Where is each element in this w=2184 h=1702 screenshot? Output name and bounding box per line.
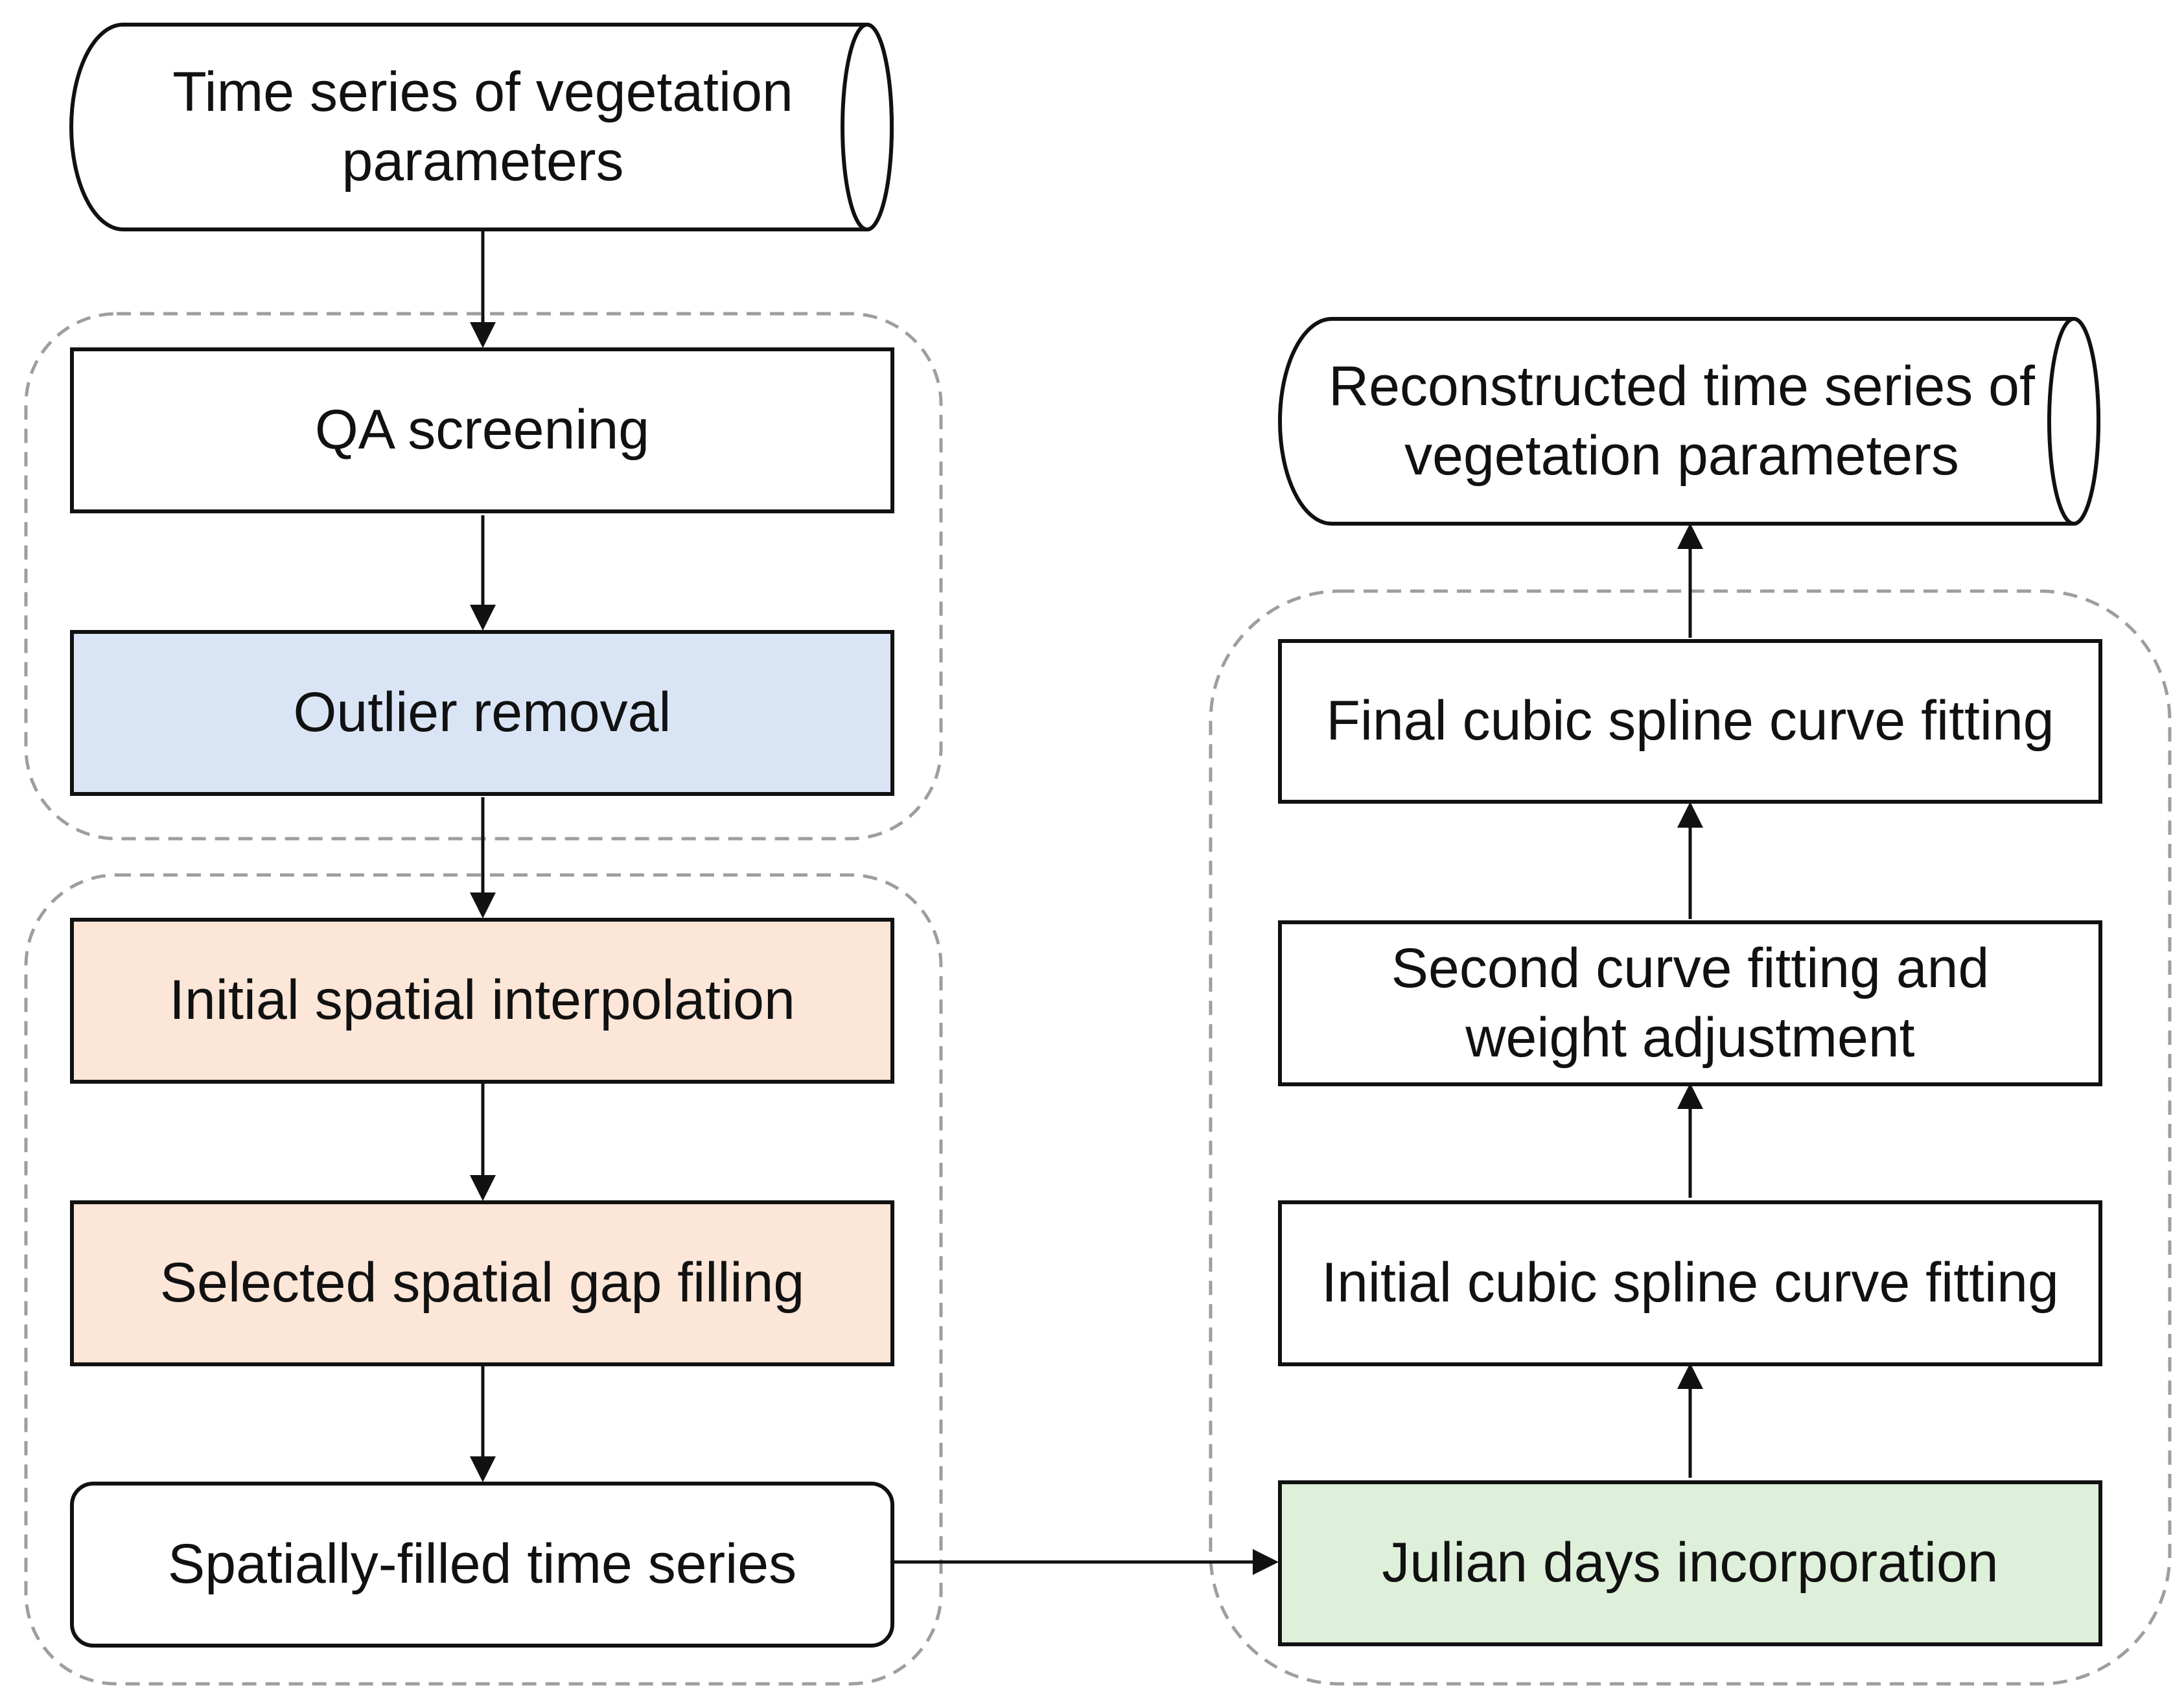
output-series-label: Reconstructed time series of vegetation … [1329,355,2035,487]
spatially-filled-series-node: Spatially-filled time series [70,1482,894,1648]
qa-screening-label: QA screening [314,399,650,461]
initial-spatial-interpolation-node: Initial spatial interpolation [70,918,894,1084]
second-curve-fitting-node: Second curve fitting and weight adjustme… [1278,920,2102,1086]
selected-spatial-gap-filling-node: Selected spatial gap filling [70,1200,894,1366]
output-series-node: Reconstructed time series of vegetation … [1290,320,2074,522]
julian-days-label: Julian days incorporation [1382,1532,1999,1594]
initial-cubic-spline-label: Initial cubic spline curve fitting [1321,1252,2059,1314]
group-spatial-filling [24,873,943,1686]
spatially-filled-series-label: Spatially-filled time series [167,1533,797,1596]
output-cylinder-shape [1278,317,2100,526]
final-cubic-spline-node: Final cubic spline curve fitting [1278,639,2102,804]
qa-screening-node: QA screening [70,347,894,513]
input-cylinder-shape [69,23,894,231]
initial-spatial-interpolation-label: Initial spatial interpolation [169,969,795,1032]
input-series-label: Time series of vegetation parameters [172,60,793,193]
initial-cubic-spline-node: Initial cubic spline curve fitting [1278,1200,2102,1366]
input-series-node: Time series of vegetation parameters [97,26,868,228]
final-cubic-spline-label: Final cubic spline curve fitting [1326,690,2054,752]
selected-spatial-gap-filling-label: Selected spatial gap filling [159,1252,805,1314]
julian-days-node: Julian days incorporation [1278,1480,2102,1646]
outlier-removal-label: Outlier removal [293,681,671,744]
second-curve-fitting-label: Second curve fitting and weight adjustme… [1391,937,1990,1069]
outlier-removal-node: Outlier removal [70,630,894,796]
